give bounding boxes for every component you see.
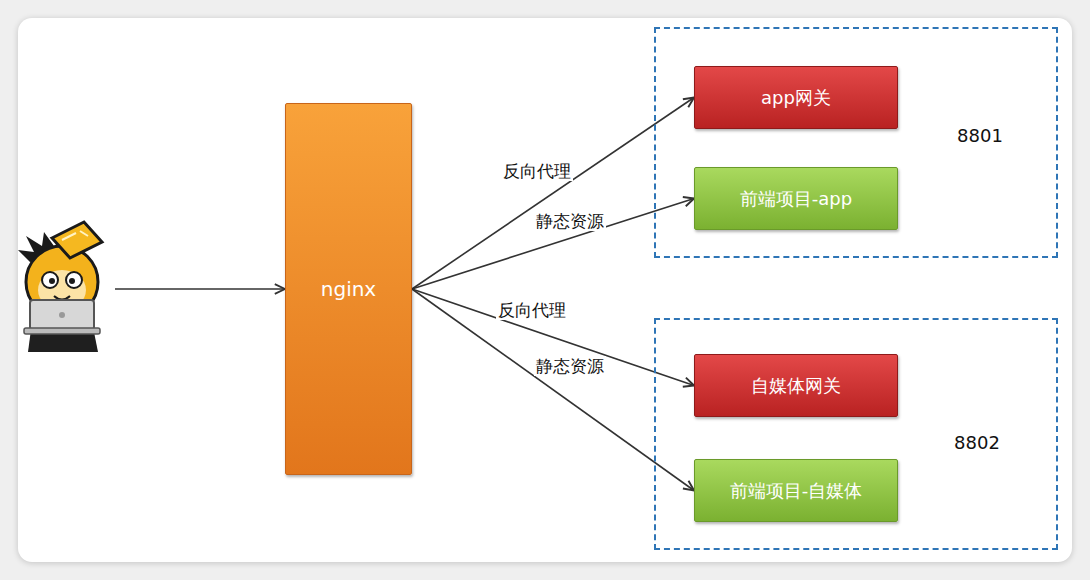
panel-ground xyxy=(18,18,1072,562)
box-label: 前端项目-自媒体 xyxy=(730,479,863,503)
edge-label: 反向代理 xyxy=(501,161,573,181)
edge-label: 静态资源 xyxy=(534,356,606,376)
user-request-arrow xyxy=(115,288,285,290)
gateway-box: 自媒体网关 xyxy=(694,354,898,417)
frontend-box: 前端项目-app xyxy=(694,167,898,230)
gateway-box: app网关 xyxy=(694,66,898,129)
arrow-connector xyxy=(412,199,694,290)
box-label: app网关 xyxy=(761,86,831,110)
programmer-figure xyxy=(18,222,102,352)
frontend-box: 前端项目-自媒体 xyxy=(694,459,898,522)
box-label: 自媒体网关 xyxy=(751,374,841,398)
arrow-connector xyxy=(412,289,694,491)
edge-label: 静态资源 xyxy=(534,211,606,231)
proxy-server-box: nginx xyxy=(285,103,412,475)
box-label: 前端项目-app xyxy=(740,187,852,211)
port-group: 8801 app网关前端项目-app xyxy=(654,27,1058,258)
box-label: nginx xyxy=(321,277,376,301)
port-number: 8802 xyxy=(954,432,1000,453)
arrow-connector xyxy=(412,98,694,290)
connector-layer xyxy=(412,98,694,491)
edge-label: 反向代理 xyxy=(496,300,568,320)
arrow-connector xyxy=(412,289,694,386)
port-group: 8802 自媒体网关前端项目-自媒体 xyxy=(654,318,1058,550)
port-number: 8801 xyxy=(957,125,1003,146)
